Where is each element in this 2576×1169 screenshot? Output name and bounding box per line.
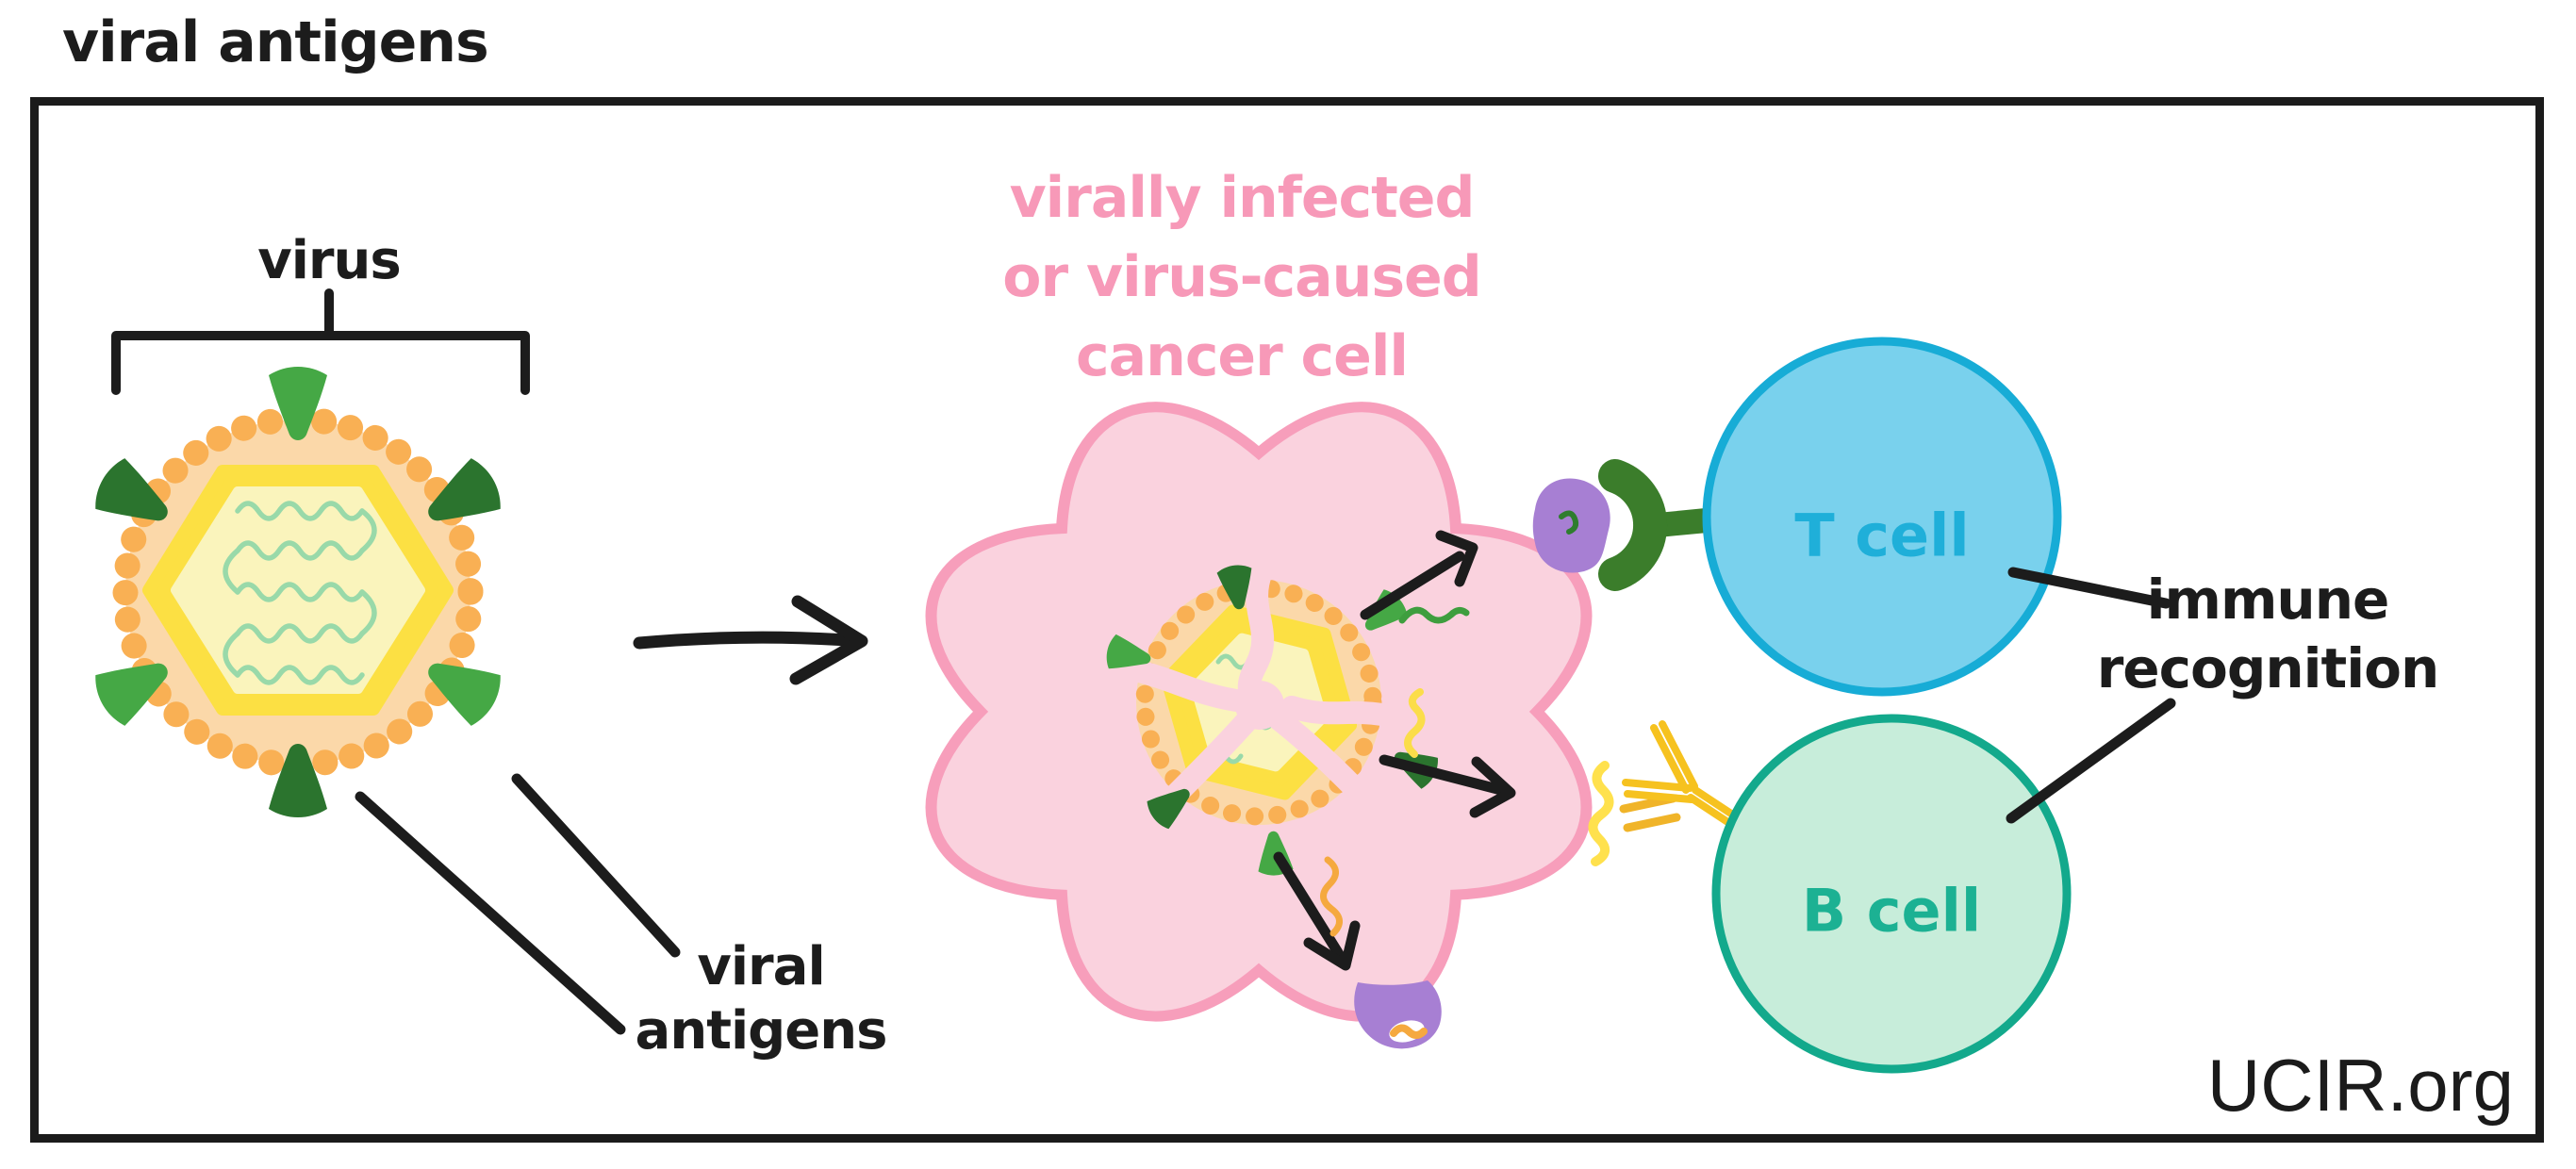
page-title: viral antigens bbox=[62, 9, 489, 75]
peptide-squiggle-green bbox=[1398, 606, 1470, 624]
mhc-antigen-bottom bbox=[1354, 980, 1442, 1049]
t-cell bbox=[1702, 337, 2062, 697]
immune-recognition-label: immune recognition bbox=[2096, 568, 2440, 700]
viral-antigens-pointer-line bbox=[511, 773, 681, 958]
infected-cell bbox=[925, 402, 1593, 1022]
infected-cell-label: virally infected or virus-caused cancer … bbox=[1002, 165, 1481, 389]
credit-ucir: UCIR.org bbox=[2206, 1044, 2514, 1127]
t-cell-label: T cell bbox=[1794, 501, 1970, 570]
mhc-antigen-top bbox=[1532, 478, 1610, 573]
virus-bracket bbox=[111, 331, 530, 395]
viral-antigens-pointer-line bbox=[355, 791, 626, 1035]
membrane-antigen-squiggle bbox=[1588, 761, 1614, 866]
antibody-icon bbox=[1619, 720, 1746, 832]
infection-arrow bbox=[633, 595, 868, 685]
virus-illustration bbox=[88, 288, 530, 817]
t-cell-receptor-icon bbox=[1598, 459, 1719, 591]
b-cell-label: B cell bbox=[1801, 876, 1982, 946]
viral-antigens-label: viral antigens bbox=[635, 936, 888, 1062]
virus-label: virus bbox=[257, 230, 402, 291]
mhc-peptide-squiggle bbox=[1559, 510, 1579, 535]
peptide-squiggle-yellow bbox=[1404, 688, 1426, 758]
antigen-presentation-arrows bbox=[1273, 530, 1516, 971]
peptide-squiggle-orange bbox=[1320, 856, 1343, 937]
viral-genome bbox=[223, 501, 377, 685]
recognition-line-tcell bbox=[2007, 567, 2171, 609]
b-cell bbox=[1711, 714, 2072, 1074]
recognition-line-bcell bbox=[2006, 698, 2176, 824]
degraded-virus bbox=[1103, 560, 1443, 877]
